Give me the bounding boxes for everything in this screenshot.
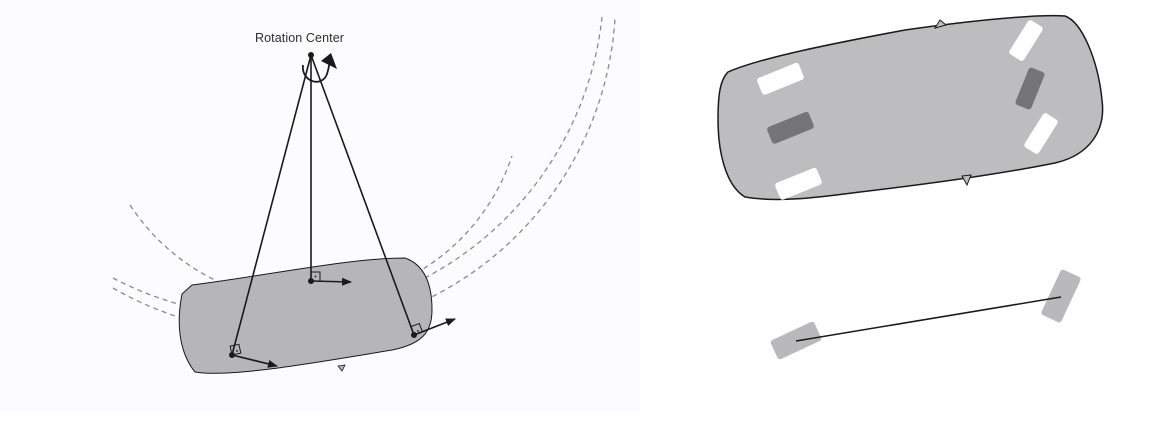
car-body-top-down: [717, 14, 1104, 201]
velocity-arrow-rear: [231, 354, 278, 368]
right-angle-marker-rear: [229, 343, 242, 356]
dashed-path-outer-left: [112, 16, 603, 318]
wheel-rear-left: [757, 62, 804, 95]
wheel-front-center: [1015, 67, 1045, 110]
right-panel: [717, 14, 1104, 360]
radius-line-rear-wheel: [231, 54, 312, 356]
bicycle-front-wheel: [1041, 269, 1081, 323]
wheel-front-right: [1024, 113, 1058, 154]
side-mirror-top-icon: [933, 19, 948, 29]
wheel-rear-right: [775, 167, 822, 200]
side-mirror-left-car: [337, 364, 346, 372]
left-panel: [112, 16, 616, 374]
wheel-rear-center: [767, 111, 814, 144]
rotation-center-label: Rotation Center: [255, 31, 345, 45]
dashed-path-inner: [129, 155, 513, 303]
point-center: [308, 278, 314, 284]
point-front-wheel: [411, 332, 417, 338]
velocity-arrow-front: [413, 318, 456, 336]
rotation-arrowhead-icon: [321, 53, 337, 69]
velocity-arrow-center: [310, 277, 352, 286]
bicycle-axle-line: [795, 296, 1062, 342]
right-angle-dot-rear: [236, 350, 238, 352]
wheel-front-left: [1009, 20, 1043, 61]
car-body-left: [178, 257, 433, 374]
point-rear-wheel: [229, 352, 235, 358]
side-mirror-bottom-icon: [961, 174, 972, 187]
right-angle-dot-center: [314, 275, 317, 278]
right-angle-dot-front: [417, 330, 419, 332]
rotation-center-point: [308, 52, 314, 58]
radius-line-front-wheel: [310, 54, 415, 336]
